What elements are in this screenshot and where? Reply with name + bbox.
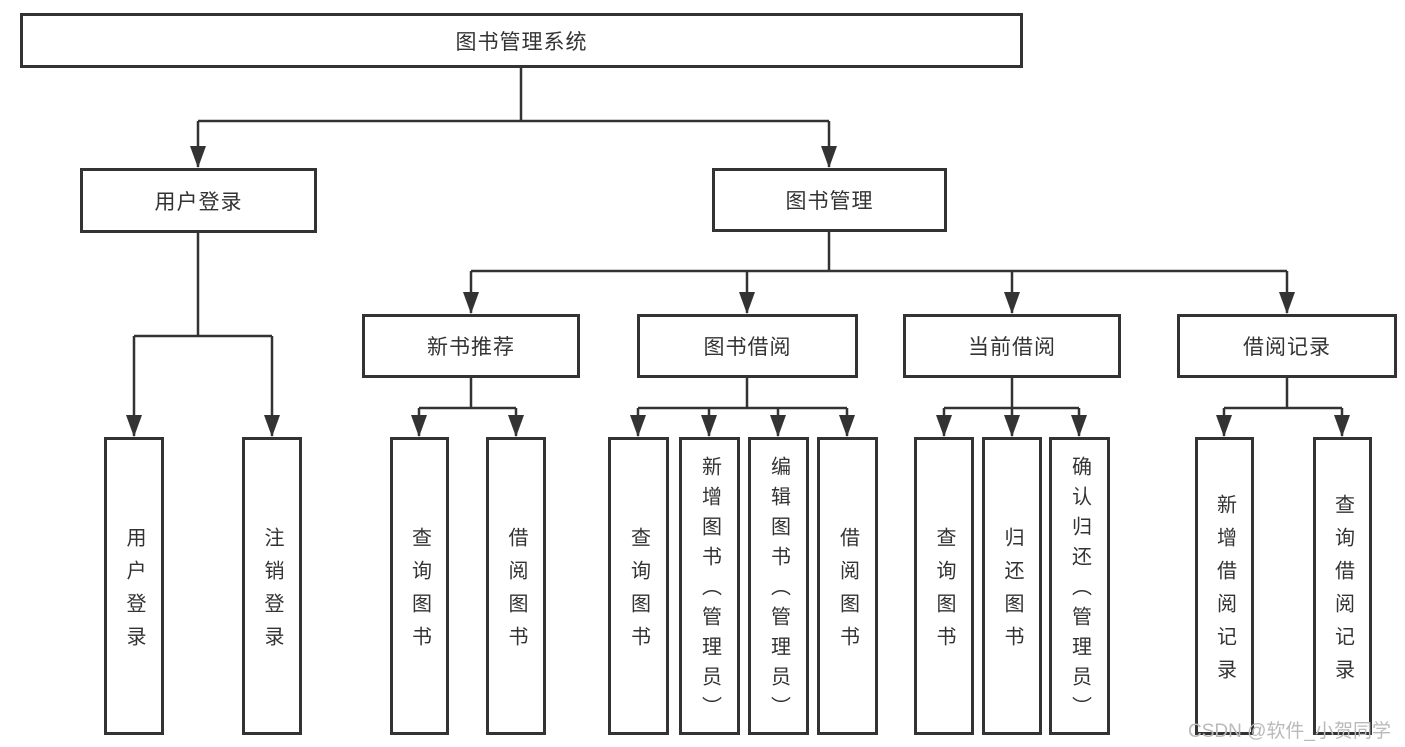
node-leaf-add-books-admin: 新增图书（管理员） (679, 437, 740, 735)
node-label: 新增图书（管理员） (698, 456, 721, 726)
node-borrow-records: 借阅记录 (1177, 314, 1397, 378)
node-label: 确认归还（管理员） (1068, 456, 1091, 726)
node-new-book-recommend: 新书推荐 (362, 314, 580, 378)
node-label: 查询图书 (408, 526, 431, 659)
node-leaf-query-borrow-record: 查询借阅记录 (1313, 437, 1372, 735)
node-leaf-user-login: 用户登录 (104, 437, 164, 735)
node-book-management: 图书管理 (712, 168, 947, 232)
node-label: 借阅图书 (505, 526, 527, 659)
node-leaf-query-books-borrowing: 查询图书 (608, 437, 669, 735)
node-leaf-add-borrow-record: 新增借阅记录 (1195, 437, 1254, 735)
node-leaf-confirm-return-admin: 确认归还（管理员） (1049, 437, 1110, 735)
node-label: 查询借阅记录 (1331, 493, 1354, 692)
node-label: 当前借阅 (968, 336, 1056, 359)
node-label: 用户登录 (154, 190, 243, 214)
node-label: 用户登录 (123, 526, 145, 659)
node-leaf-edit-books-admin: 编辑图书（管理员） (748, 437, 809, 735)
node-label: 编辑图书（管理员） (767, 456, 790, 726)
node-leaf-query-books-current: 查询图书 (914, 437, 974, 735)
csdn-watermark: CSDN @软件_小贺同学 (1188, 721, 1391, 742)
node-current-borrowing: 当前借阅 (903, 314, 1121, 378)
node-leaf-borrow-books: 借阅图书 (817, 437, 878, 735)
node-label: 借阅记录 (1243, 336, 1331, 359)
node-library-management-system: 图书管理系统 (20, 13, 1023, 68)
node-label: 图书管理系统 (455, 30, 588, 54)
node-leaf-logout: 注销登录 (242, 437, 302, 735)
node-label: 新书推荐 (427, 336, 515, 359)
node-label: 归还图书 (1001, 526, 1023, 659)
node-label: 图书管理 (785, 190, 874, 213)
node-label: 注销登录 (261, 526, 283, 659)
node-leaf-borrow-books-recommend: 借阅图书 (486, 437, 546, 735)
node-label: 新增借阅记录 (1213, 493, 1236, 692)
node-leaf-return-books: 归还图书 (982, 437, 1042, 735)
node-label: 查询图书 (933, 526, 955, 659)
node-label: 查询图书 (627, 526, 650, 659)
node-user-login: 用户登录 (80, 168, 317, 233)
node-label: 图书借阅 (703, 336, 792, 359)
node-book-borrowing: 图书借阅 (637, 314, 858, 378)
node-label: 借阅图书 (836, 526, 859, 659)
node-leaf-query-books-recommend: 查询图书 (390, 437, 449, 735)
